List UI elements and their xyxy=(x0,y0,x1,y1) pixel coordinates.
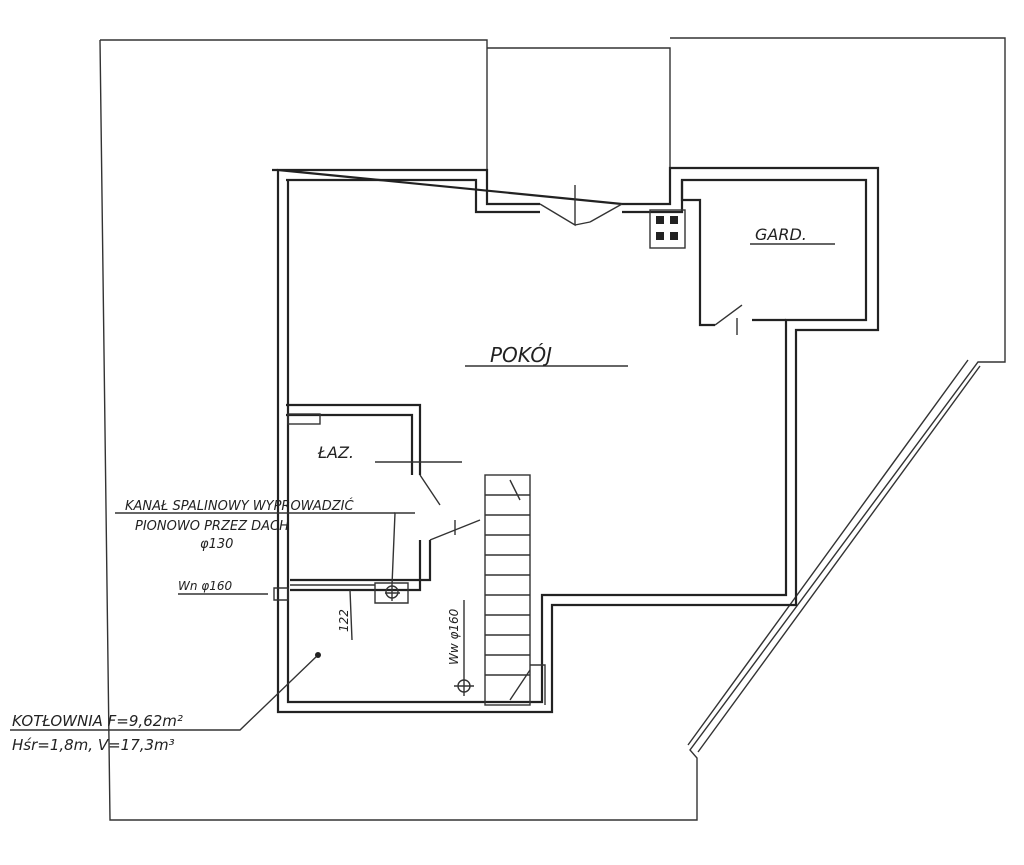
roof-edge xyxy=(687,359,981,753)
boiler-room-dimensions: Hśr=1,8m, V=17,3m³ xyxy=(12,736,175,754)
vent-grille xyxy=(287,413,321,425)
bathroom-wall xyxy=(286,403,432,592)
leader-lines xyxy=(10,243,835,731)
flue-duct xyxy=(273,512,415,641)
outlet-vent-label: Ww φ160 xyxy=(447,608,461,665)
wardrobe-door xyxy=(714,304,743,335)
staircase xyxy=(484,474,546,706)
boiler-room-label: KOTŁOWNIA F=9,62m² xyxy=(12,712,183,730)
flue-note-line2: PIONOWO PRZEZ DACH xyxy=(135,519,289,534)
entry-door xyxy=(539,185,623,227)
room-label-wardrobe: GARD. xyxy=(755,225,807,244)
dimension-label: 122 xyxy=(337,609,351,632)
room-label-bathroom: ŁAZ. xyxy=(317,443,354,462)
wardrobe-wall xyxy=(680,180,786,327)
outer-wall xyxy=(272,166,880,714)
chimney xyxy=(649,209,686,249)
room-label-main: POKÓJ xyxy=(490,343,552,367)
roof-outline xyxy=(99,37,1006,821)
flue-diameter: φ130 xyxy=(200,537,233,552)
bathroom-door xyxy=(419,474,481,541)
inner-wall xyxy=(286,178,868,704)
flue-note-line1: KANAŁ SPALINOWY WYPROWADZIĆ xyxy=(125,498,355,514)
inlet-vent-label: Wn φ160 xyxy=(178,579,232,593)
